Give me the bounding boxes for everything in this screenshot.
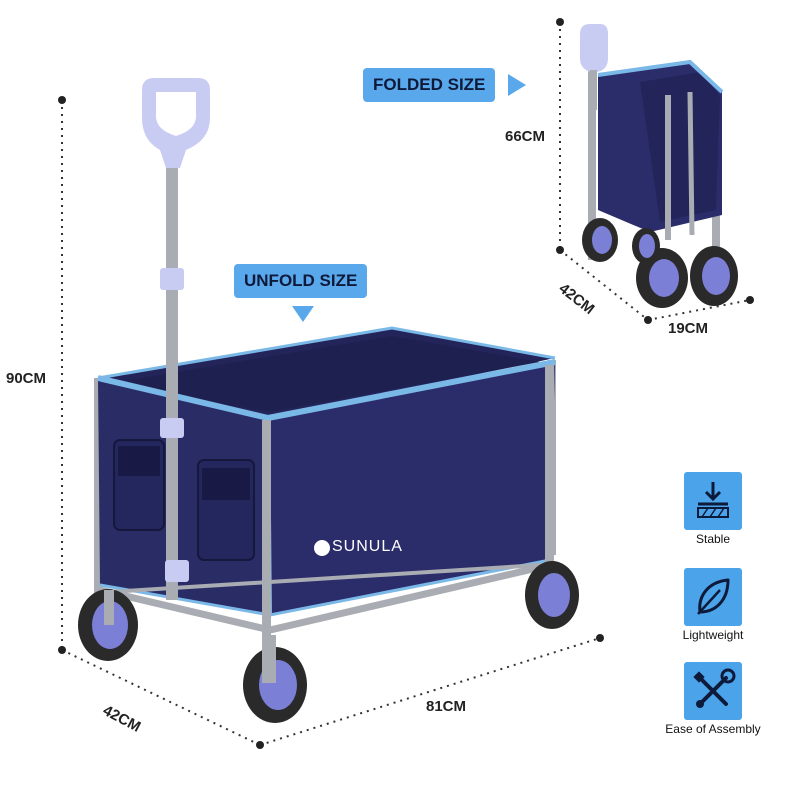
unfold-callout-arrow <box>292 306 314 322</box>
stable-icon <box>697 482 729 518</box>
unfold-height-label: 90CM <box>6 370 47 387</box>
folded-wagon <box>580 24 738 308</box>
unfold-length-label: 81CM <box>426 698 467 715</box>
folded-wheel-rear-left <box>582 218 618 262</box>
feature-stable-label: Stable <box>695 532 731 546</box>
unfold-dimension-lines <box>61 100 601 746</box>
brand-logo: SUNULA <box>332 538 403 555</box>
folded-dimension-dots <box>556 18 754 324</box>
feature-assembly-label: Ease of Assembly <box>665 722 761 736</box>
folded-callout-arrow <box>508 74 526 96</box>
feature-assembly-tile <box>684 662 742 720</box>
feature-lightweight-label: Lightweight <box>682 628 744 642</box>
unfolded-wagon <box>78 78 579 723</box>
tools-icon <box>693 668 736 708</box>
unfold-size-callout: UNFOLD SIZE <box>234 264 368 298</box>
feature-stable-tile <box>684 472 742 530</box>
folded-size-callout: FOLDED SIZE <box>363 68 496 102</box>
wheel-back-right <box>525 561 579 629</box>
folded-wheel-back <box>690 246 738 306</box>
folded-height-label: 66CM <box>505 128 546 145</box>
wheel-back-left <box>78 589 138 661</box>
folded-dimension-lines <box>559 22 751 321</box>
feature-lightweight-tile <box>684 568 742 626</box>
leaf-icon <box>697 578 730 615</box>
unfold-dimension-dots <box>58 96 604 749</box>
wheel-front-left <box>243 635 307 723</box>
folded-width-label: 19CM <box>668 320 709 337</box>
